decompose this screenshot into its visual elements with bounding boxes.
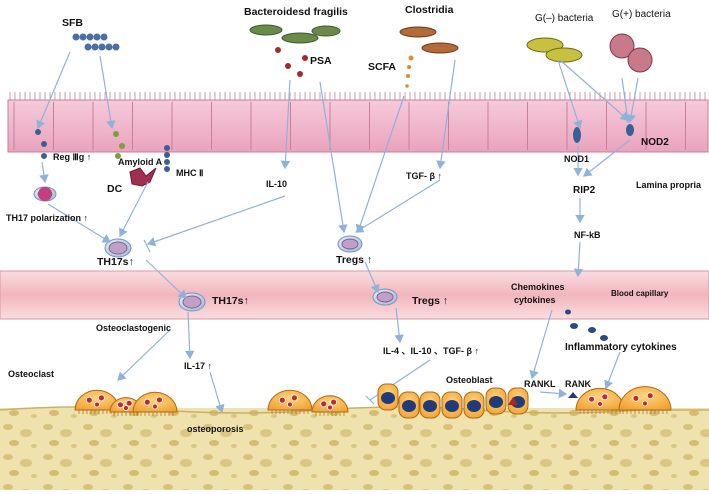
nod-receptors bbox=[573, 124, 634, 143]
dendritic-cell bbox=[129, 167, 157, 187]
label-nod1: NOD1 bbox=[564, 154, 590, 164]
label-rip2: RIP2 bbox=[573, 185, 596, 196]
pathway-arrows bbox=[36, 51, 639, 414]
bacteroides-fragilis-bacteria bbox=[249, 24, 341, 44]
label-bacteroides: Bacteroidesd fragilis bbox=[244, 6, 348, 18]
bone-matrix bbox=[0, 408, 709, 490]
label-rankl: RANKL bbox=[524, 379, 556, 389]
mhc-chain bbox=[164, 145, 170, 172]
label-nod2: NOD2 bbox=[641, 137, 669, 148]
label-blood-capillary: Blood capillary bbox=[611, 289, 669, 298]
blood-capillary-band bbox=[0, 270, 709, 320]
amyloid-a-molecules bbox=[113, 131, 125, 159]
label-psa: PSA bbox=[310, 55, 332, 67]
label-reg3g: Reg Ⅲg ↑ bbox=[53, 152, 92, 162]
label-tgfb: TGF- β ↑ bbox=[406, 171, 442, 181]
label-tregs-blood: Tregs ↑ bbox=[412, 295, 449, 307]
label-sfb: SFB bbox=[62, 17, 83, 29]
label-il10: IL-10 bbox=[266, 179, 288, 189]
label-cytokines: cytokines bbox=[514, 295, 556, 305]
label-scfa: SCFA bbox=[368, 61, 397, 73]
label-clostridia: Clostridia bbox=[405, 4, 454, 16]
label-nfkb: NF-kB bbox=[574, 230, 601, 240]
rankl-marker bbox=[508, 397, 518, 405]
label-mhc: MHC Ⅱ bbox=[176, 168, 204, 178]
label-osteoblast: Osteoblast bbox=[446, 375, 493, 385]
osteoblasts bbox=[377, 383, 529, 419]
gram-positive-bacteria bbox=[609, 33, 653, 73]
label-th17s-lamina: TH17s↑ bbox=[97, 256, 134, 268]
epithelium-layer bbox=[7, 92, 709, 153]
immune-cells bbox=[33, 186, 398, 312]
osteoclasts bbox=[74, 386, 672, 416]
inflammatory-cytokine-dots bbox=[565, 309, 608, 341]
label-rank: RANK bbox=[565, 379, 591, 389]
label-osteoclastogenic: Osteoclastogenic bbox=[96, 323, 172, 333]
label-tregs-lamina: Tregs ↑ bbox=[336, 254, 373, 266]
gram-negative-bacteria bbox=[526, 37, 583, 63]
label-dc: DC bbox=[107, 183, 123, 195]
label-lamina-propria: Lamina propria bbox=[636, 180, 702, 190]
label-th17-polarization: TH17 polarization ↑ bbox=[6, 213, 89, 223]
label-osteoclast: Osteoclast bbox=[8, 369, 55, 379]
label-il17: IL-17 ↑ bbox=[184, 361, 213, 371]
label-gram-negative: G(–) bacteria bbox=[535, 13, 594, 24]
label-inflammatory-cytokines: Inflammatory cytokines bbox=[565, 342, 677, 353]
label-gram-positive: G(+) bacteria bbox=[612, 9, 671, 20]
label-amyloid-a: Amyloid A bbox=[118, 157, 163, 167]
label-osteoporosis: osteoporosis bbox=[187, 424, 244, 434]
label-il-mix: IL-4 、IL-10 、TGF- β ↑ bbox=[383, 346, 479, 356]
scfa-molecules bbox=[405, 55, 414, 88]
clostridia-bacteria bbox=[399, 26, 459, 54]
sfb-attached bbox=[35, 129, 47, 147]
label-chemokines: Chemokines bbox=[511, 282, 565, 292]
label-th17s-blood: TH17s↑ bbox=[212, 295, 249, 307]
psa-molecules bbox=[275, 47, 308, 77]
microvilli bbox=[9, 92, 706, 100]
rank-marker bbox=[568, 392, 578, 398]
sfb-bacteria bbox=[72, 33, 120, 51]
